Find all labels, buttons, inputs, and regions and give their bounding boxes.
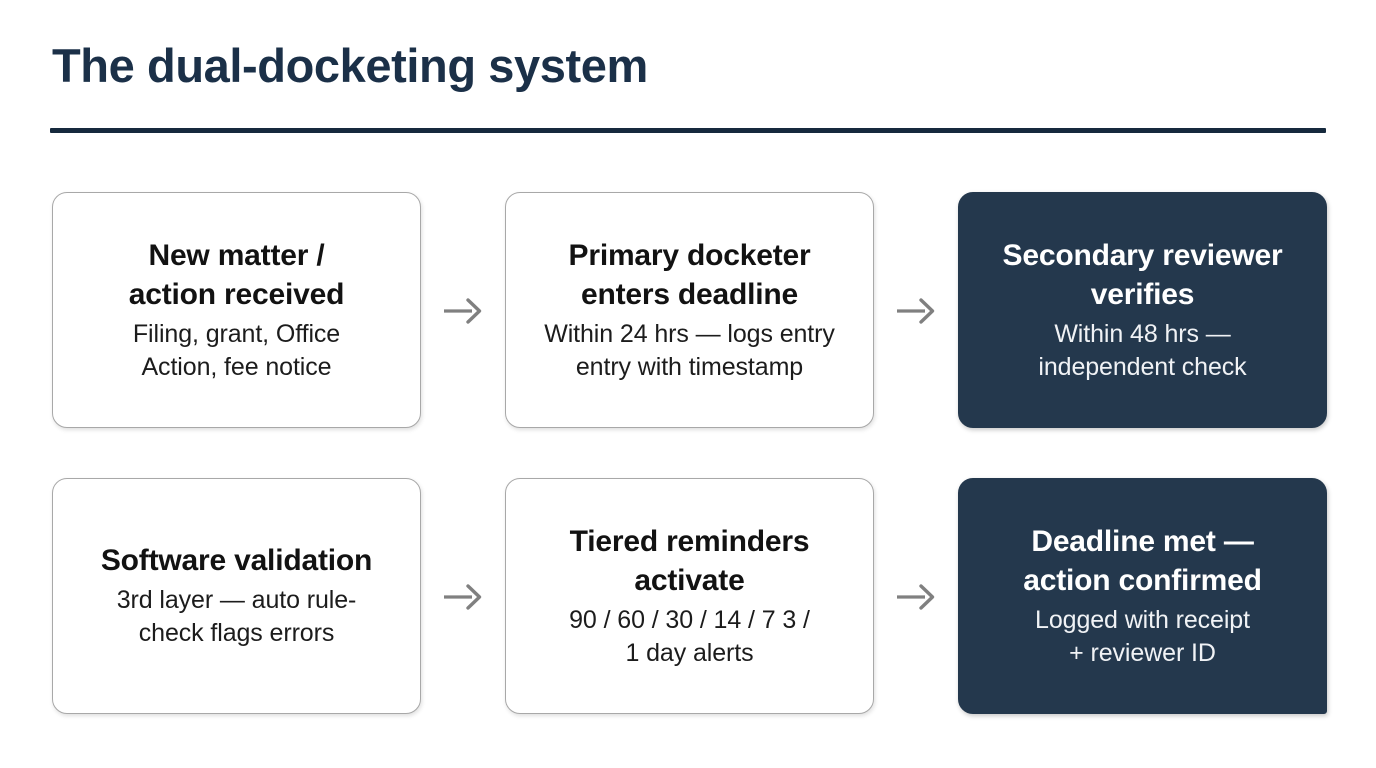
flow-card-title: Secondary reviewer verifies [1002, 238, 1283, 312]
title-divider [50, 128, 1326, 133]
flow-connector-3 [421, 478, 505, 716]
arrow-right-icon [895, 296, 937, 326]
flow-connector-2 [874, 192, 958, 430]
arrow-right-icon [442, 582, 484, 612]
flow-row-2: Software validation 3rd layer — auto rul… [52, 478, 1328, 716]
flow-card-software-validation[interactable]: Software validation 3rd layer — auto rul… [52, 478, 421, 714]
flow-card-deadline-met[interactable]: Deadline met — action confirmed Logged w… [958, 478, 1327, 714]
flow-card-primary-docketer[interactable]: Primary docketer enters deadline Within … [505, 192, 874, 428]
arrow-right-icon [895, 582, 937, 612]
flow-card-subtitle: Within 48 hrs — independent check [1038, 319, 1247, 382]
flow-card-title: Primary docketer enters deadline [568, 238, 811, 312]
flow-card-subtitle: 3rd layer — auto rule- check flags error… [116, 586, 357, 648]
flow-card-subtitle: Filing, grant, Office Action, fee notice [132, 319, 341, 382]
page-title: The dual-docketing system [52, 39, 648, 92]
flow-connector-1 [421, 192, 505, 430]
flow-card-secondary-reviewer[interactable]: Secondary reviewer verifies Within 48 hr… [958, 192, 1327, 428]
flow-card-title: Software validation [100, 544, 373, 578]
flow-card-title: Tiered reminders activate [569, 524, 810, 598]
flow-row-1: New matter / action received Filing, gra… [52, 192, 1328, 430]
flow-card-tiered-reminders[interactable]: Tiered reminders activate 90 / 60 / 30 /… [505, 478, 874, 714]
arrow-right-icon [442, 296, 484, 326]
flow-connector-4 [874, 478, 958, 716]
flow-card-subtitle: Within 24 hrs — logs entry entry with ti… [544, 319, 835, 382]
flow-card-subtitle: 90 / 60 / 30 / 14 / 7 3 / 1 day alerts [569, 605, 810, 668]
flow-card-title: Deadline met — action confirmed [1023, 524, 1262, 598]
process-flow-diagram: New matter / action received Filing, gra… [52, 192, 1328, 717]
flow-card-title: New matter / action received [128, 238, 345, 312]
flow-card-subtitle: Logged with receipt + reviewer ID [1035, 605, 1250, 668]
flow-card-new-matter[interactable]: New matter / action received Filing, gra… [52, 192, 421, 428]
